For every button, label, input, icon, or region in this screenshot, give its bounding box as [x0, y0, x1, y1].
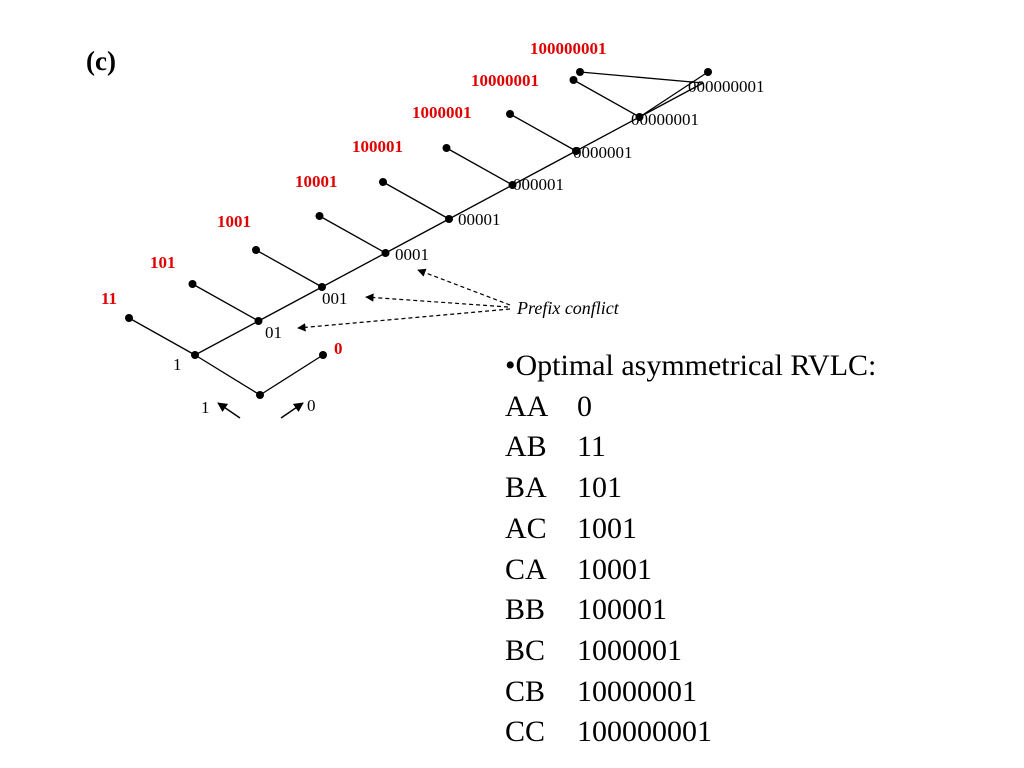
spine-label: 00000001	[631, 110, 699, 129]
code-symbol: AA	[505, 389, 549, 423]
tree-edge	[192, 283, 259, 322]
spine-label: 0000001	[573, 143, 633, 162]
code-row: AB 11	[505, 427, 876, 468]
code-value: 100000001	[577, 715, 712, 749]
spine-label: 1	[173, 355, 182, 374]
tree-node	[315, 212, 324, 220]
tree-node	[254, 317, 263, 325]
code-symbol: BA	[505, 471, 547, 505]
tree-edge	[446, 147, 513, 186]
tree-node	[191, 351, 199, 359]
spine-label: 00001	[458, 210, 501, 229]
tree-edge	[385, 218, 450, 254]
tree-edge	[194, 354, 261, 396]
codeword-label: 0	[334, 339, 343, 358]
spine-label: 000000001	[688, 77, 765, 96]
code-row: CC 100000001	[505, 712, 876, 753]
code-list-title: •Optimal asymmetrical RVLC:	[505, 349, 877, 382]
code-symbol: AB	[505, 430, 547, 464]
prefix-conflict-label: Prefix conflict	[516, 298, 620, 318]
tree-edge	[319, 215, 386, 254]
code-value: 1001	[577, 511, 637, 545]
tree-node	[125, 314, 133, 322]
code-value: 11	[577, 430, 606, 464]
code-value: 10000001	[577, 674, 697, 708]
code-value: 10001	[577, 552, 652, 586]
code-symbol: BB	[505, 593, 546, 627]
tree-node	[572, 147, 580, 155]
code-row: AA 0	[505, 387, 876, 428]
spine-label: 01	[265, 323, 282, 342]
code-symbol: AC	[505, 511, 547, 545]
codeword-label: 1000001	[412, 103, 472, 122]
codeword-label: 11	[101, 289, 117, 308]
spine-label: 0001	[395, 245, 429, 264]
tree-edge	[509, 113, 577, 152]
tree-edge	[639, 82, 704, 118]
tree-edge	[639, 71, 709, 118]
tree-node	[319, 351, 327, 359]
codeword-label: 1001	[217, 212, 251, 231]
code-value: 1000001	[577, 633, 682, 667]
code-row: BC 1000001	[505, 631, 876, 672]
tree-edge	[259, 354, 324, 396]
tree-edge	[579, 71, 704, 84]
tree-edge	[321, 252, 386, 288]
tree-edge	[573, 79, 640, 118]
code-value: 100001	[577, 593, 667, 627]
tree-node	[252, 246, 260, 254]
codeword-label: 10001	[295, 172, 338, 191]
tree-edge	[258, 286, 323, 322]
tree-node	[506, 110, 514, 118]
root-arrow	[217, 402, 241, 419]
conflict-arrow	[417, 268, 511, 306]
tree-node	[576, 68, 584, 76]
tree-node	[318, 283, 326, 291]
tree-node	[188, 280, 197, 288]
codeword-label: 100000001	[530, 39, 607, 58]
tree-node	[381, 249, 390, 257]
tree-node	[256, 391, 264, 399]
tree-node	[635, 113, 644, 121]
code-value: 0	[577, 389, 592, 423]
code-symbol: CB	[505, 674, 546, 708]
tree-edge	[128, 317, 196, 356]
tree-edge	[194, 320, 259, 356]
tree-edge	[255, 249, 323, 288]
code-row: BA 101	[505, 468, 876, 509]
branch-0-label: 0	[307, 396, 316, 415]
tree-edge	[448, 184, 513, 220]
conflict-arrow	[297, 308, 511, 332]
code-symbol: CA	[505, 552, 547, 586]
conflict-arrow	[365, 293, 509, 308]
code-row: BB 100001	[505, 590, 876, 631]
spine-label: 001	[322, 289, 348, 308]
code-row: CB 10000001	[505, 672, 876, 713]
code-symbol: CC	[505, 715, 546, 749]
tree-node	[442, 144, 451, 152]
code-symbol: BC	[505, 633, 546, 667]
tree-edge	[575, 116, 640, 152]
tree-node	[379, 178, 387, 186]
tree-node	[508, 181, 517, 189]
panel-label: (c)	[86, 46, 116, 76]
code-value: 101	[577, 471, 622, 505]
tree-node	[569, 76, 578, 84]
spine-label: 000001	[513, 175, 564, 194]
root-arrow	[280, 402, 304, 419]
codeword-label: 100001	[352, 137, 403, 156]
tree-edge	[382, 181, 450, 220]
tree-node	[704, 68, 712, 76]
codeword-label: 101	[150, 253, 176, 272]
code-row: AC 1001	[505, 509, 876, 550]
branch-1-label: 1	[201, 398, 210, 417]
tree-edge	[512, 150, 577, 186]
tree-node	[445, 215, 453, 223]
codeword-label: 10000001	[471, 71, 539, 90]
code-row: CA 10001	[505, 550, 876, 591]
